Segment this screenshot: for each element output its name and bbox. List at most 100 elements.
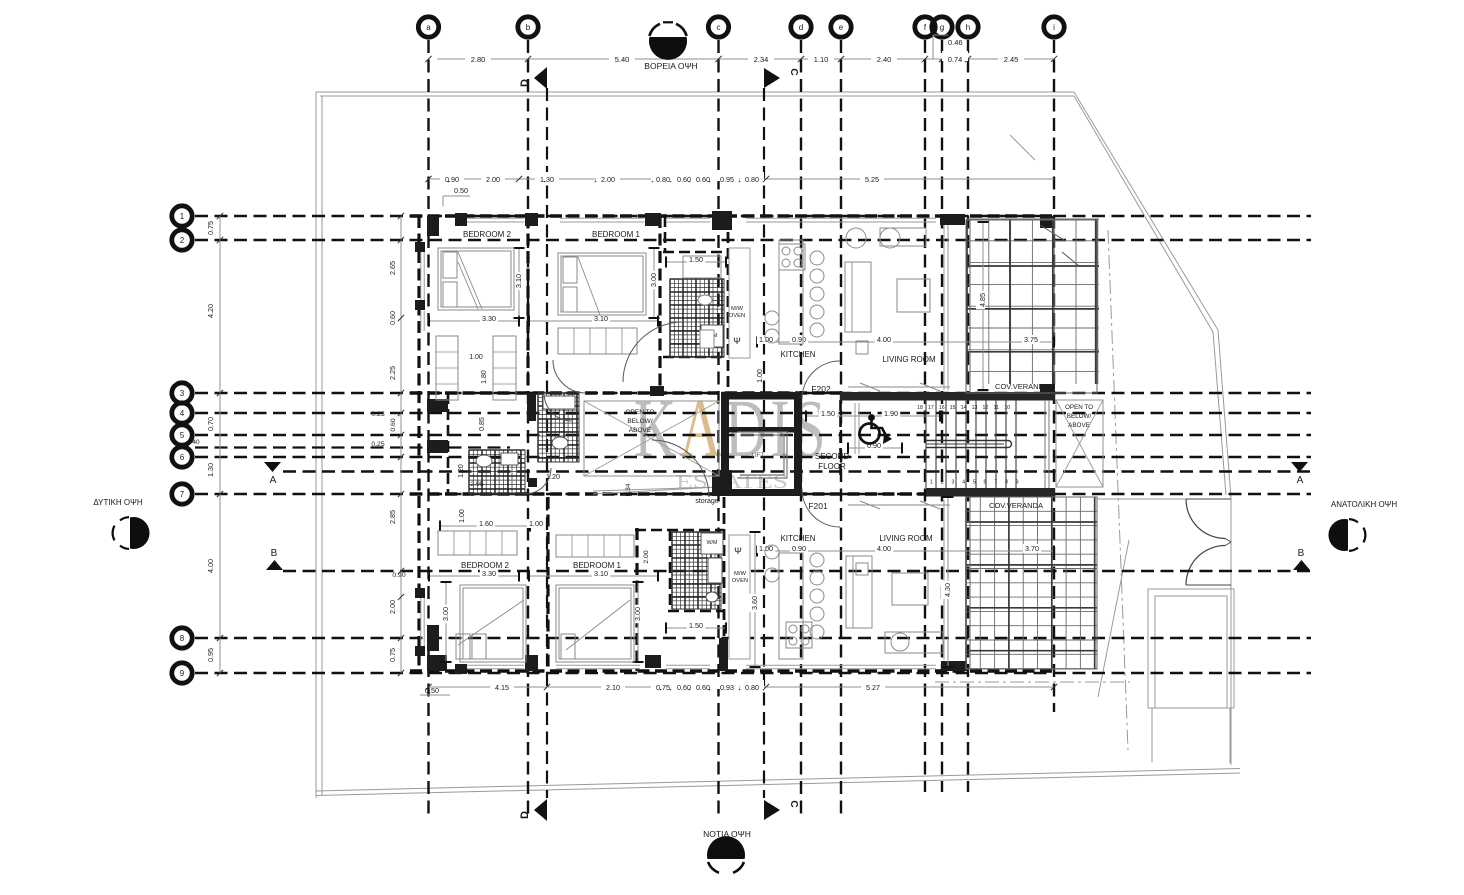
svg-text:2.80: 2.80	[471, 55, 486, 64]
svg-text:0.60: 0.60	[696, 175, 710, 184]
svg-text:0.60: 0.60	[390, 418, 397, 431]
svg-text:16: 16	[939, 405, 945, 411]
svg-text:5: 5	[180, 431, 185, 440]
svg-text:1.20: 1.20	[458, 464, 465, 478]
svg-text:1.50: 1.50	[821, 409, 835, 418]
svg-text:11: 11	[994, 405, 999, 411]
svg-text:A: A	[1297, 475, 1304, 486]
svg-text:0.80: 0.80	[745, 175, 759, 184]
svg-text:BEDROOM 2: BEDROOM 2	[461, 561, 510, 570]
svg-text:0.95: 0.95	[206, 648, 215, 662]
svg-text:12: 12	[983, 405, 989, 411]
svg-text:5: 5	[973, 480, 976, 486]
svg-text:FLOOR: FLOOR	[818, 462, 846, 471]
svg-text:c: c	[717, 23, 721, 32]
svg-text:4.20: 4.20	[206, 304, 215, 318]
svg-text:1.00: 1.00	[529, 519, 543, 528]
svg-text:LIVING ROOM: LIVING ROOM	[882, 355, 936, 364]
svg-text:M/W: M/W	[731, 306, 743, 312]
svg-text:3.00: 3.00	[633, 607, 642, 621]
svg-text:3.75: 3.75	[1024, 335, 1038, 344]
svg-text:0.46: 0.46	[948, 38, 963, 47]
svg-text:h: h	[966, 23, 970, 32]
svg-text:4: 4	[180, 409, 185, 418]
svg-text:13: 13	[972, 405, 978, 411]
svg-text:1.30: 1.30	[206, 463, 215, 477]
svg-text:OVEN: OVEN	[732, 578, 748, 584]
svg-text:BELOW/: BELOW/	[1067, 413, 1092, 420]
svg-text:3: 3	[951, 480, 954, 486]
svg-text:0.74: 0.74	[948, 55, 963, 64]
svg-text:0.90: 0.90	[792, 544, 806, 553]
svg-text:3.00: 3.00	[441, 607, 450, 621]
svg-text:14: 14	[961, 405, 967, 411]
svg-text:1.00: 1.00	[757, 369, 764, 383]
svg-text:2.45: 2.45	[1004, 55, 1019, 64]
svg-text:OPEN TO: OPEN TO	[1065, 404, 1093, 411]
svg-text:3.60: 3.60	[750, 596, 759, 610]
svg-text:0.60: 0.60	[696, 683, 710, 692]
svg-text:1: 1	[930, 480, 933, 486]
svg-text:0.90: 0.90	[392, 572, 405, 579]
svg-text:2.34: 2.34	[754, 55, 769, 64]
svg-text:4.15: 4.15	[495, 683, 509, 692]
svg-text:0.75: 0.75	[206, 221, 215, 235]
svg-text:2.25: 2.25	[388, 366, 397, 380]
svg-text:BEDROOM 2: BEDROOM 2	[463, 230, 512, 239]
svg-text:e: e	[839, 23, 844, 32]
svg-text:5.27: 5.27	[866, 683, 880, 692]
svg-text:2.95: 2.95	[470, 481, 483, 488]
svg-text:2.00: 2.00	[601, 175, 615, 184]
svg-text:1.00: 1.00	[469, 354, 483, 361]
svg-text:C: C	[788, 68, 799, 75]
svg-text:OPEN TO: OPEN TO	[625, 409, 654, 416]
svg-text:1.00: 1.00	[459, 509, 466, 523]
svg-text:9: 9	[1016, 480, 1019, 486]
svg-text:BEDROOM 1: BEDROOM 1	[573, 561, 622, 570]
svg-text:17: 17	[928, 405, 934, 411]
svg-text:ΝΟΤΙΑ ΟΨΗ: ΝΟΤΙΑ ΟΨΗ	[703, 829, 751, 839]
svg-text:M/W: M/W	[734, 571, 746, 577]
svg-text:2.10: 2.10	[606, 683, 620, 692]
svg-text:5.25: 5.25	[865, 175, 879, 184]
svg-text:4.85: 4.85	[978, 293, 987, 307]
svg-text:g: g	[940, 23, 944, 32]
svg-text:2: 2	[180, 236, 185, 245]
svg-text:ΔΥΤΙΚΗ ΟΨΗ: ΔΥΤΙΚΗ ΟΨΗ	[93, 498, 142, 507]
svg-text:0.60: 0.60	[388, 311, 397, 325]
svg-text:0.95: 0.95	[720, 175, 734, 184]
svg-text:OVEN: OVEN	[729, 313, 745, 319]
svg-text:Ψ: Ψ	[733, 336, 741, 346]
svg-text:6: 6	[180, 453, 185, 462]
svg-text:6: 6	[984, 480, 987, 486]
svg-text:1.90: 1.90	[884, 409, 898, 418]
svg-text:ABOVE: ABOVE	[629, 427, 652, 434]
svg-text:SECOND: SECOND	[815, 452, 849, 461]
svg-text:8: 8	[1005, 480, 1008, 486]
svg-text:KITCHEN: KITCHEN	[780, 534, 815, 543]
svg-text:0.25: 0.25	[371, 441, 384, 448]
svg-text:0.60: 0.60	[677, 683, 691, 692]
svg-text:3.00: 3.00	[649, 273, 658, 287]
svg-text:2: 2	[941, 480, 944, 486]
svg-text:0.90: 0.90	[867, 441, 881, 450]
svg-text:f: f	[924, 23, 927, 32]
svg-text:B: B	[1298, 548, 1305, 559]
svg-text:0.75: 0.75	[656, 683, 670, 692]
svg-text:i: i	[1053, 23, 1055, 32]
svg-text:0.90: 0.90	[445, 175, 459, 184]
svg-text:1.30: 1.30	[540, 175, 554, 184]
svg-text:A: A	[270, 475, 277, 486]
svg-text:1.60: 1.60	[479, 519, 493, 528]
svg-text:1.80: 1.80	[481, 370, 488, 384]
svg-text:COV.VERANDA: COV.VERANDA	[995, 382, 1049, 391]
svg-text:2.65: 2.65	[388, 261, 397, 275]
svg-text:18: 18	[917, 405, 923, 411]
svg-text:0.90: 0.90	[792, 335, 806, 344]
svg-text:3.10: 3.10	[594, 314, 608, 323]
svg-text:0.50: 0.50	[425, 686, 439, 695]
svg-text:0.70: 0.70	[206, 417, 215, 431]
svg-text:1.50: 1.50	[689, 621, 703, 630]
svg-text:3.30: 3.30	[482, 314, 496, 323]
svg-text:5.40: 5.40	[615, 55, 630, 64]
